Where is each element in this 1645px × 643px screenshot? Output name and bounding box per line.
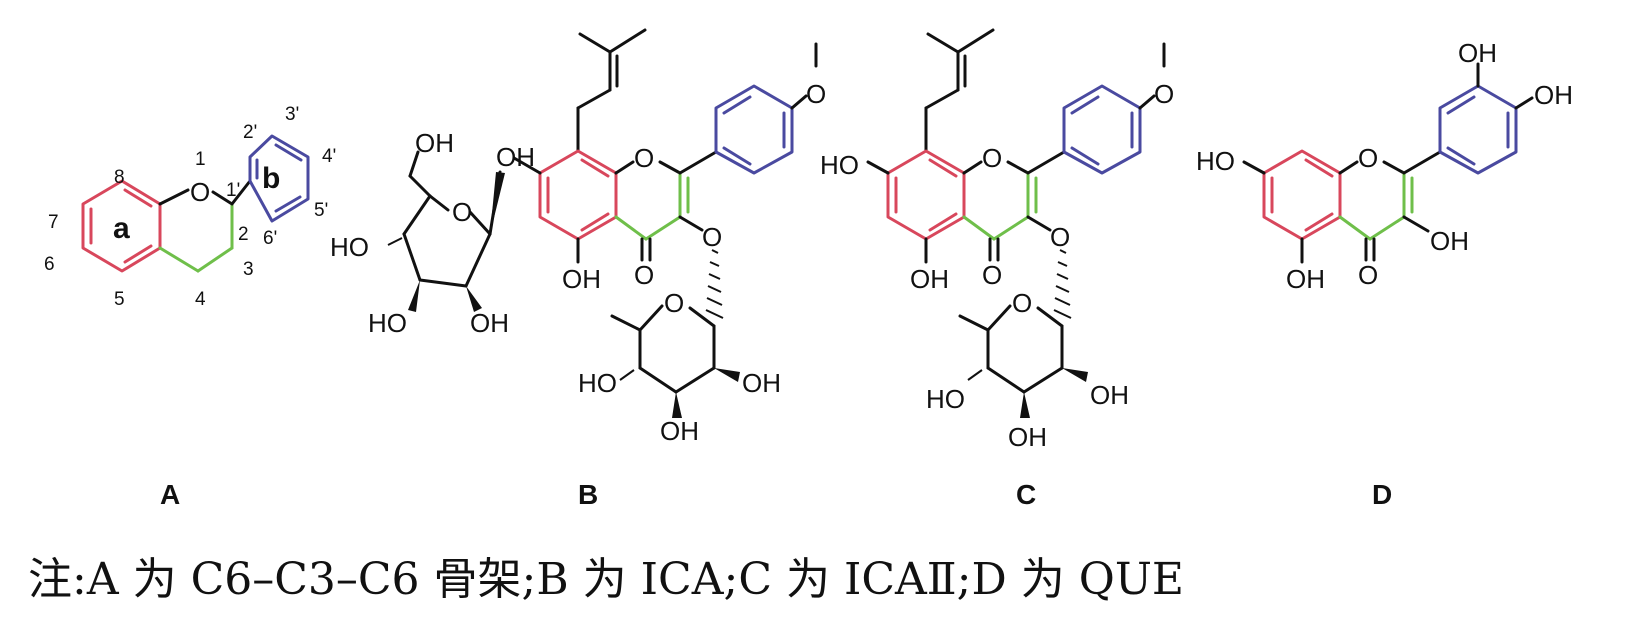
- panel-b-atom-rha-ho: HO: [578, 368, 617, 398]
- panel-a-skeleton: [81, 134, 310, 273]
- panel-c-atom-rha-oh-1: OH: [1090, 380, 1129, 410]
- panel-b-atom-glc-ho-3: HO: [330, 232, 369, 262]
- panel-b-atom-7-o: OH: [496, 142, 535, 172]
- panel-a-locant-2prime: 2': [243, 122, 257, 143]
- figure-caption: 注:A 为 C6–C3–C6 骨架;B 为 ICA;C 为 ICAⅡ;D 为 Q…: [28, 554, 1185, 605]
- panel-a-label: A: [160, 479, 180, 510]
- panel-a-locant-3: 3: [243, 259, 254, 280]
- panel-c-atom-7-ho: HO: [820, 150, 859, 180]
- panel-b-atom-3-o: O: [702, 222, 722, 252]
- panel-b-atom-glc-oh-2: OH: [470, 308, 509, 338]
- panel-b-atom-rha-oh-2: OH: [660, 416, 699, 446]
- panel-d-atom-7-ho: HO: [1196, 146, 1235, 176]
- panel-c-atom-5-oh: OH: [910, 264, 949, 294]
- panel-a-ring-b-label: b: [262, 162, 280, 195]
- panel-b-atom-5-oh: OH: [562, 264, 601, 294]
- panel-d-atom-5-oh: OH: [1286, 264, 1325, 294]
- panel-b-label: B: [578, 479, 598, 510]
- panel-b-atom-ome-o: O: [806, 79, 826, 109]
- panel-c-atom-carbonyl-o: O: [982, 260, 1002, 290]
- panel-b-ring-a: [538, 149, 618, 241]
- panel-c-atom-ome-o: O: [1154, 79, 1174, 109]
- panel-a-locant-3prime: 3': [285, 104, 299, 125]
- panel-b-atom-ring-o: O: [634, 143, 654, 173]
- panel-b-ring-b: [714, 84, 794, 175]
- panel-d-atom-ring-o: O: [1358, 143, 1378, 173]
- panel-d-atom-4prime-oh: OH: [1534, 80, 1573, 110]
- panel-c-bonds: [866, 28, 1166, 418]
- structures-svg: O a b 1 2 3 4 5 6 7 8 1' 2' 3' 4' 5' 6' …: [44, 28, 1573, 510]
- panel-a-locant-6prime: 6': [263, 228, 277, 249]
- panel-b-atom-rha-oh-1: OH: [742, 368, 781, 398]
- panel-a-locant-2: 2: [238, 224, 249, 245]
- panel-a-locant-8: 8: [114, 167, 125, 188]
- panel-c-atom-rha-ring-o: O: [1012, 288, 1032, 318]
- panel-c-ring-a: [886, 149, 966, 241]
- panel-a-locant-4: 4: [195, 289, 206, 310]
- panel-d-ring-b: [1438, 84, 1518, 175]
- panel-b-atom-rha-ring-o: O: [664, 288, 684, 318]
- panel-d-atom-carbonyl-o: O: [1358, 260, 1378, 290]
- panel-a-locant-7: 7: [48, 212, 59, 233]
- panel-d-atom-3prime-oh: OH: [1458, 38, 1497, 68]
- panel-d-label: D: [1372, 479, 1392, 510]
- panel-b-atom-glc-ho-4: HO: [368, 308, 407, 338]
- panel-b-atom-glc-ring-o: O: [452, 197, 472, 227]
- panel-a-locant-5: 5: [114, 289, 125, 310]
- panel-a-locant-1prime: 1': [226, 180, 240, 201]
- panel-d-ring-a: [1262, 149, 1342, 241]
- panel-d-bonds: [1242, 62, 1534, 264]
- panel-a-locant-5prime: 5': [314, 200, 328, 221]
- panel-c-atom-ring-o: O: [982, 143, 1002, 173]
- panel-d-atom-3-oh: OH: [1430, 226, 1469, 256]
- panel-b-atom-carbonyl-o: O: [634, 260, 654, 290]
- panel-a-atom-o: O: [190, 177, 210, 207]
- panel-a-locant-6: 6: [44, 254, 55, 275]
- panel-c-label: C: [1016, 479, 1036, 510]
- panel-b-bonds: [387, 28, 818, 418]
- panel-b-atom-glc-ch2oh: OH: [415, 128, 454, 158]
- ring-b-bonds: [248, 134, 310, 223]
- panel-a-locant-1: 1: [195, 149, 206, 170]
- panel-c-atom-rha-oh-2: OH: [1008, 422, 1047, 452]
- panel-c-ring-b: [1062, 84, 1142, 175]
- panel-a-ring-a-label: a: [113, 212, 130, 245]
- panel-c-atom-3-o: O: [1050, 222, 1070, 252]
- panel-a-locant-4prime: 4': [322, 146, 336, 167]
- panel-c-atom-rha-ho: HO: [926, 384, 965, 414]
